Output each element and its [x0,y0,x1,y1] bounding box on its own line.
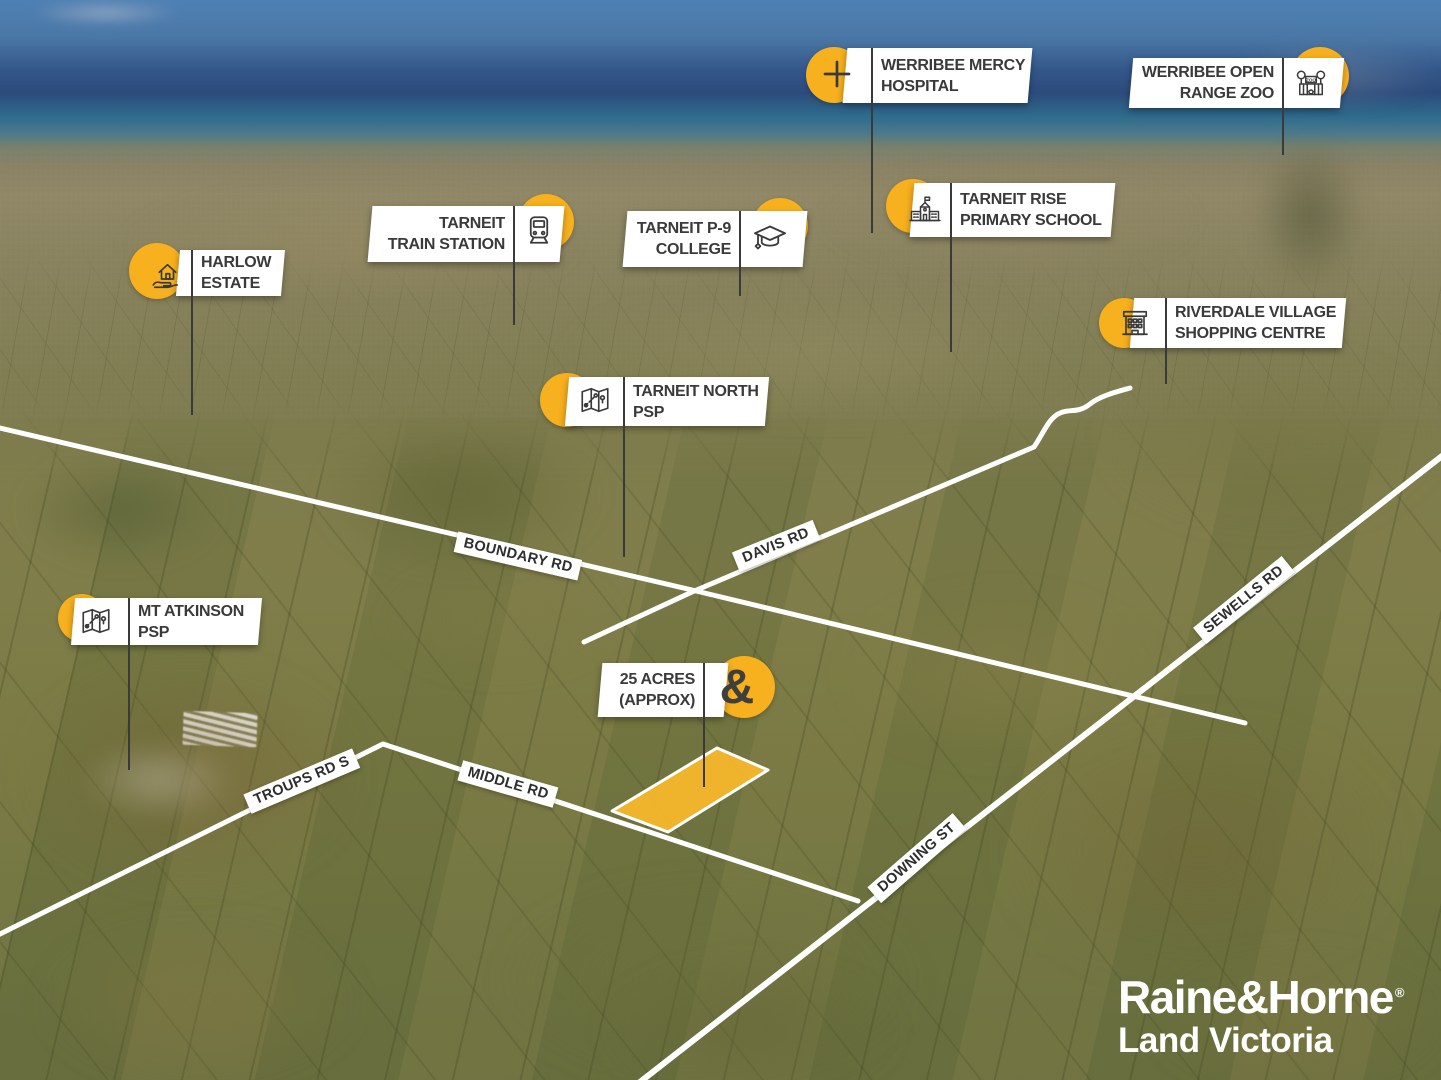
callout-label-line: TARNEIT P-9 [636,220,731,237]
shopping-centre-icon [1117,305,1153,341]
callout-label-hospital: WERRIBEE MERCY HOSPITAL [845,48,1030,103]
callout-label-zoo: WERRIBEE OPEN RANGE ZOO [1131,58,1342,108]
brand-name: Raine&Horne® [1118,971,1405,1023]
callout-label-tarneit-north: TARNEIT NORTH PSP [567,377,767,426]
callout-label-line: TARNEIT [438,215,505,232]
callout-label-line: RIVERDALE VILLAGE [1175,304,1337,321]
leader-line-primary [950,183,952,352]
ampersand-icon: & [719,661,755,715]
leader-line-mt-atkinson [128,598,130,770]
brand-name-text: Raine&Horne [1118,971,1394,1023]
brand-logo: Raine&Horne® Land Victoria [1118,971,1405,1060]
marker-circle-harlow [129,243,185,299]
callout-label-line: 25 ACRES [619,671,696,688]
leader-line-riverdale [1165,298,1167,384]
callout-label-line: MT ATKINSON [138,602,245,620]
leader-line-train [513,206,515,325]
svg-text:ZOO: ZOO [1306,77,1316,82]
property-parcel-highlight [610,746,770,834]
medical-cross-icon [819,56,855,92]
callout-label-line: RANGE ZOO [1179,85,1275,102]
school-icon [907,192,943,228]
leader-line-hospital [871,48,873,233]
registered-trademark-icon: ® [1394,984,1405,1000]
callout-label-line: TRAIN STATION [387,236,506,253]
callout-label-line: WERRIBEE MERCY [881,56,1026,74]
callout-label-harlow: HARLOW ESTATE [178,250,283,296]
brand-division: Land Victoria [1118,1021,1333,1060]
callout-label-line: PSP [633,403,665,421]
callout-label-line: PSP [138,623,170,641]
callout-label-line: COLLEGE [655,241,732,258]
callout-label-line: TARNEIT RISE [960,191,1067,208]
callout-label-acres: 25 ACRES (APPROX) [600,663,726,717]
callout-label-riverdale: RIVERDALE VILLAGE SHOPPING CENTRE [1132,298,1344,348]
callout-label-line: HARLOW [201,254,272,271]
house-hand-icon [148,258,184,294]
road-troups-rd-s-middle-rd [0,741,861,937]
callout-label-line: PRIMARY SCHOOL [960,212,1102,229]
road-davis-rd [581,385,1133,645]
callout-label-primary: TARNEIT RISE PRIMARY SCHOOL [912,183,1113,237]
map-icon [78,603,114,639]
road-sewells-rd-downing-st [637,453,1441,1080]
callout-label-line: SHOPPING CENTRE [1175,325,1326,342]
leader-line-harlow [191,250,193,415]
leader-line-zoo [1282,58,1284,155]
leader-line-tarneit-north [623,377,625,557]
callout-label-mt-atkinson: MT ATKINSON PSP [73,598,260,645]
map-icon [577,382,613,418]
leader-line-college [739,211,741,296]
graduation-cap-icon [752,219,788,255]
callout-label-line: HOSPITAL [881,77,959,95]
callout-label-train: TARNEIT TRAIN STATION [370,206,562,262]
leader-line-acres [703,663,705,787]
callout-label-line: WERRIBEE OPEN [1141,64,1274,81]
callout-label-line: ESTATE [201,275,260,292]
callout-label-line: TARNEIT NORTH [633,382,759,400]
train-icon [521,212,557,248]
zoo-icon: ZOO [1293,66,1329,102]
callout-label-line: (APPROX) [619,692,695,709]
